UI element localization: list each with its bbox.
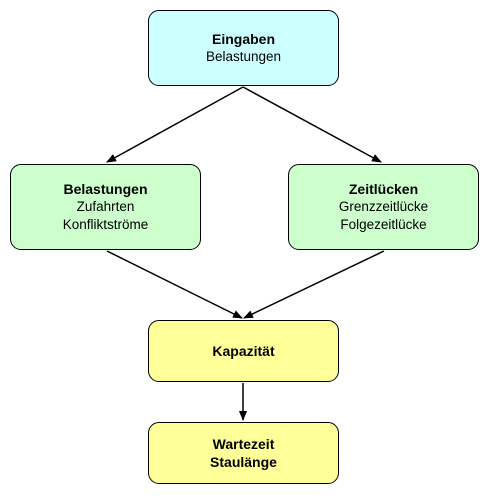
arrow-eingaben-to-belastungen [106,86,244,163]
node-kapazitaet: Kapazität [148,320,339,382]
node-line: Konfliktströme [62,217,149,232]
node-title: Kapazität [212,343,275,359]
arrow-belastungen-to-kapazitaet [106,250,243,319]
node-line: Folgezeitlücke [340,217,427,232]
node-title: Zeitlücken [348,181,419,197]
node-line: Staulänge [210,454,277,470]
node-zeitluecken: Zeitlücken Grenzzeitlücke Folgezeitlücke [288,164,479,250]
node-line: Zufahrten [76,199,135,214]
node-title: Eingaben [211,31,275,47]
node-line: Grenzzeitlücke [338,199,429,214]
arrow-zeitluecken-to-kapazitaet [243,250,385,319]
arrow-eingaben-to-zeitluecken [242,86,382,163]
node-line: Wartezeit [212,436,275,452]
node-line: Belastungen [205,49,282,64]
node-eingaben: Eingaben Belastungen [148,10,339,86]
node-belastungen: Belastungen Zufahrten Konfliktströme [10,164,201,250]
node-wartezeit: Wartezeit Staulänge [148,422,339,484]
node-title: Belastungen [63,181,148,197]
